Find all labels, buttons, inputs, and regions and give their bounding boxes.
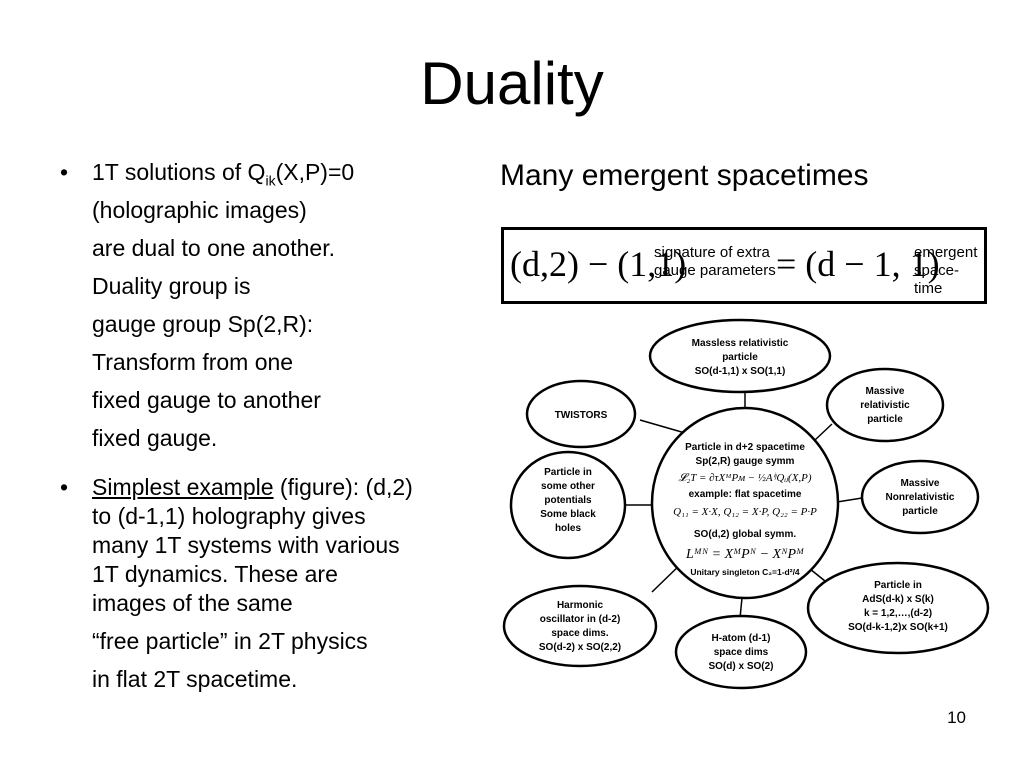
bullet-2-line: in flat 2T spacetime.	[92, 665, 298, 692]
node-text: potentials	[544, 495, 592, 506]
center-text: Particle in d+2 spacetime	[685, 442, 805, 453]
node-massive-nonrelativistic: Massive Nonrelativistic particle	[860, 459, 980, 535]
bullet-2-line: “free particle” in 2T physics	[92, 627, 368, 654]
bullet-2-text: (figure): (d,2)	[273, 473, 413, 500]
bullet-2-line: to (d-1,1) holography gives	[92, 502, 366, 529]
center-equation: Q₁₁ = X·X, Q₁₂ = X·P, Q₂₂ = P·P	[673, 506, 817, 518]
simplest-example-link[interactable]: Simplest example	[92, 473, 274, 500]
bullet-1-line: fixed gauge to another	[92, 386, 321, 413]
node-text: holes	[555, 523, 582, 534]
duality-diagram: Massless relativistic particle SO(d-1,1)…	[502, 318, 990, 690]
bullet-list: • 1T solutions of Qik(X,P)=0 (holographi…	[60, 158, 500, 694]
node-text: AdS(d-k) x S(k)	[862, 594, 934, 605]
node-text: SO(d-2) x SO(2,2)	[539, 642, 621, 653]
bullet-2-line: many 1T systems with various	[92, 531, 400, 558]
node-text: relativistic	[860, 400, 910, 411]
node-twistors: TWISTORS	[525, 379, 637, 449]
node-text: Some black	[540, 509, 596, 520]
emergent-line-1: emergent	[914, 244, 978, 261]
node-text: space dims	[714, 647, 769, 658]
bullet-1-line: Transform from one	[92, 348, 294, 375]
node-text: space dims.	[551, 628, 608, 639]
center-text: example: flat spacetime	[689, 489, 802, 500]
subtitle: Many emergent spacetimes	[500, 159, 869, 192]
node-text: Particle in	[874, 580, 922, 591]
formula-left: (d,2) − (1,1)	[510, 244, 687, 284]
bullet-1-text-post: (X,P)=0	[275, 159, 355, 185]
node-text: SO(d-k-1,2)x SO(k+1)	[848, 622, 948, 633]
node-text: SO(d-1,1) x SO(1,1)	[695, 366, 786, 377]
connector-line	[814, 423, 833, 441]
node-massless-relativistic: Massless relativistic particle SO(d-1,1)…	[648, 318, 832, 394]
bullet-1-line: are dual to one another.	[92, 234, 335, 261]
node-ads: Particle in AdS(d-k) x S(k) k = 1,2,…,(d…	[806, 561, 990, 655]
bullet-1-line: fixed gauge.	[92, 424, 218, 451]
formula-right: = (d − 1, 1)	[776, 244, 940, 284]
formula-signature-label: signature of extra gauge parameters	[654, 244, 776, 280]
signature-line-2: gauge parameters	[654, 262, 776, 279]
node-h-atom: H-atom (d-1) space dims SO(d) x SO(2)	[674, 614, 808, 690]
node-text: H-atom (d-1)	[712, 633, 771, 644]
node-text: some other	[541, 481, 595, 492]
node-text: particle	[867, 414, 903, 425]
node-other-potentials: Particle in some other potentials Some b…	[509, 450, 627, 560]
emergent-line-2: space-time	[914, 262, 960, 297]
center-equation: 𝓛₂T = ∂τXᴹPᴍ − ½AⁱʲQᵢⱼ(X,P)	[678, 472, 811, 484]
bullet-2-line: 1T dynamics. These are	[92, 560, 338, 587]
bullet-item-2: • Simplest example (figure): (d,2) to (d…	[60, 473, 500, 618]
bullet-1-line: (holographic images)	[92, 196, 307, 223]
node-text: SO(d) x SO(2)	[708, 661, 773, 672]
bullet-1-line: gauge group Sp(2,R):	[92, 310, 314, 337]
bullet-1-subscript: ik	[265, 172, 276, 189]
formula-emergent-label: emergent space-time	[914, 244, 984, 298]
node-text: particle	[722, 352, 758, 363]
node-text: Massive	[901, 478, 940, 489]
bullet-2-line: images of the same	[92, 589, 293, 616]
slide-title: Duality	[420, 50, 604, 117]
node-text: Particle in	[544, 467, 592, 478]
center-text: Sp(2,R) gauge symm	[696, 456, 795, 467]
node-text: Massless relativistic	[692, 338, 789, 349]
bullet-1-line: Duality group is	[92, 272, 251, 299]
bullet-dot: •	[60, 473, 69, 500]
bullet-dot: •	[60, 159, 69, 185]
center-equation: Lᴹᴺ = XᴹPᴺ − XᴺPᴹ	[685, 547, 804, 562]
signature-line-1: signature of extra	[654, 244, 770, 261]
node-text: oscillator in (d-2)	[540, 614, 621, 625]
node-center: Particle in d+2 spacetime Sp(2,R) gauge …	[650, 406, 840, 600]
connector-line	[739, 597, 743, 619]
node-text: Harmonic	[557, 600, 604, 611]
node-text: particle	[902, 506, 938, 517]
connector-line	[836, 497, 863, 503]
formula-box: (d,2) − (1,1) signature of extra gauge p…	[501, 227, 987, 304]
node-harmonic-oscillator: Harmonic oscillator in (d-2) space dims.…	[502, 584, 658, 668]
center-text: SO(d,2) global symm.	[694, 529, 796, 540]
center-text: Unitary singleton C₂=1-d²/4	[690, 567, 800, 577]
node-text: TWISTORS	[555, 410, 608, 421]
page-number: 10	[947, 708, 966, 727]
bullet-item-1: • 1T solutions of Qik(X,P)=0 (holographi…	[60, 158, 500, 225]
node-text: Nonrelativistic	[886, 492, 955, 503]
bullet-1-text-pre: 1T solutions of Q	[92, 159, 266, 185]
node-massive-relativistic: Massive relativistic particle	[825, 367, 945, 443]
node-text: k = 1,2,…,(d-2)	[864, 608, 932, 619]
node-text: Massive	[866, 386, 905, 397]
